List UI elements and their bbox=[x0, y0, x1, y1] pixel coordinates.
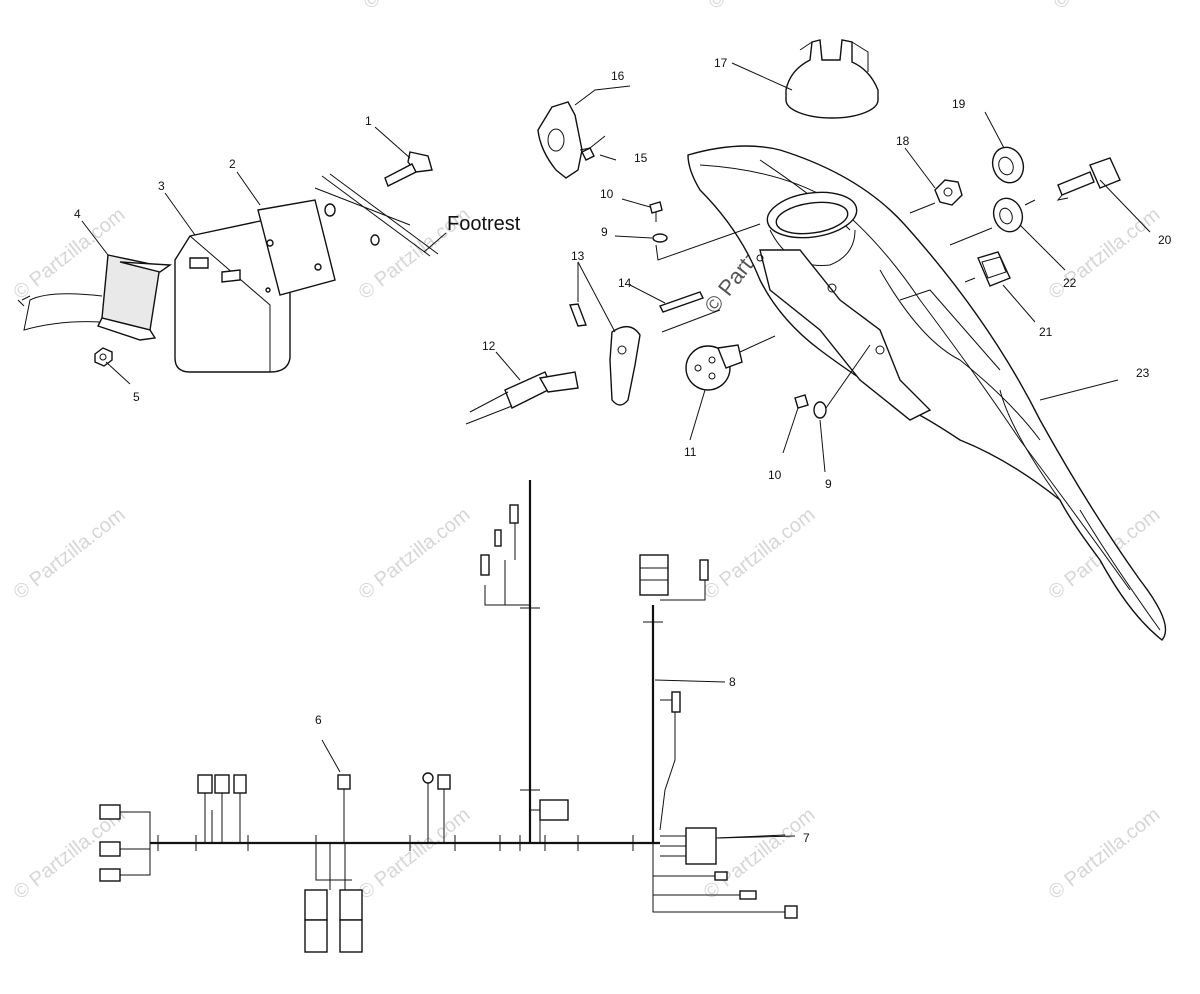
callout-22: 22 bbox=[1063, 276, 1077, 290]
callout-20: 20 bbox=[1158, 233, 1172, 247]
bracket-16 bbox=[537, 101, 606, 179]
watermark: © Partzilla.com bbox=[1050, 0, 1170, 14]
watermark: © Partzilla.com bbox=[355, 504, 475, 604]
wiring-harness bbox=[99, 480, 798, 953]
callout-9b: 9 bbox=[825, 477, 832, 491]
lever-13 bbox=[569, 291, 721, 406]
callout-10a: 10 bbox=[600, 187, 614, 201]
callout-13: 13 bbox=[571, 249, 585, 263]
watermark: © Partzilla.com bbox=[705, 0, 825, 14]
callout-12: 12 bbox=[482, 339, 496, 353]
callout-8: 8 bbox=[729, 675, 736, 689]
screw-washer-lower bbox=[794, 344, 871, 419]
callouts: 1 2 3 4 5 6 7 8 9 9 10 10 11 12 13 14 15… bbox=[74, 56, 1172, 845]
dash-holder bbox=[785, 39, 879, 119]
callout-19: 19 bbox=[952, 97, 966, 111]
callout-16: 16 bbox=[611, 69, 625, 83]
footrest-label: Footrest bbox=[447, 213, 521, 235]
throttle-cable-12 bbox=[465, 371, 579, 425]
callout-21: 21 bbox=[1039, 325, 1053, 339]
watermark: © Partzilla.com bbox=[1045, 804, 1165, 904]
callout-1: 1 bbox=[365, 114, 372, 128]
small-switch-parts bbox=[909, 146, 1121, 287]
key-switch-11 bbox=[685, 335, 776, 391]
watermark: © Partzilla.com bbox=[355, 804, 475, 904]
callout-4: 4 bbox=[74, 207, 81, 221]
callout-9a: 9 bbox=[601, 225, 608, 239]
callout-18: 18 bbox=[896, 134, 910, 148]
callout-2: 2 bbox=[229, 157, 236, 171]
regulator-assembly bbox=[17, 151, 447, 373]
callout-23: 23 bbox=[1136, 366, 1150, 380]
watermark: © Partzilla.com bbox=[360, 0, 480, 14]
callout-3: 3 bbox=[158, 179, 165, 193]
callout-10b: 10 bbox=[768, 468, 782, 482]
watermark: © Partzilla.com bbox=[10, 504, 130, 604]
watermark: © Partzilla.com bbox=[700, 504, 820, 604]
callout-14: 14 bbox=[618, 276, 632, 290]
callout-leaders bbox=[81, 62, 1151, 839]
callout-17: 17 bbox=[714, 56, 728, 70]
callout-5: 5 bbox=[133, 390, 140, 404]
callout-15: 15 bbox=[634, 151, 648, 165]
callout-11: 11 bbox=[684, 445, 697, 459]
rear-fender bbox=[687, 145, 1167, 641]
callout-6: 6 bbox=[315, 713, 322, 727]
callout-7: 7 bbox=[803, 831, 810, 845]
screw-washer-upper bbox=[649, 201, 761, 261]
watermark: © Partzilla.com bbox=[700, 804, 820, 904]
